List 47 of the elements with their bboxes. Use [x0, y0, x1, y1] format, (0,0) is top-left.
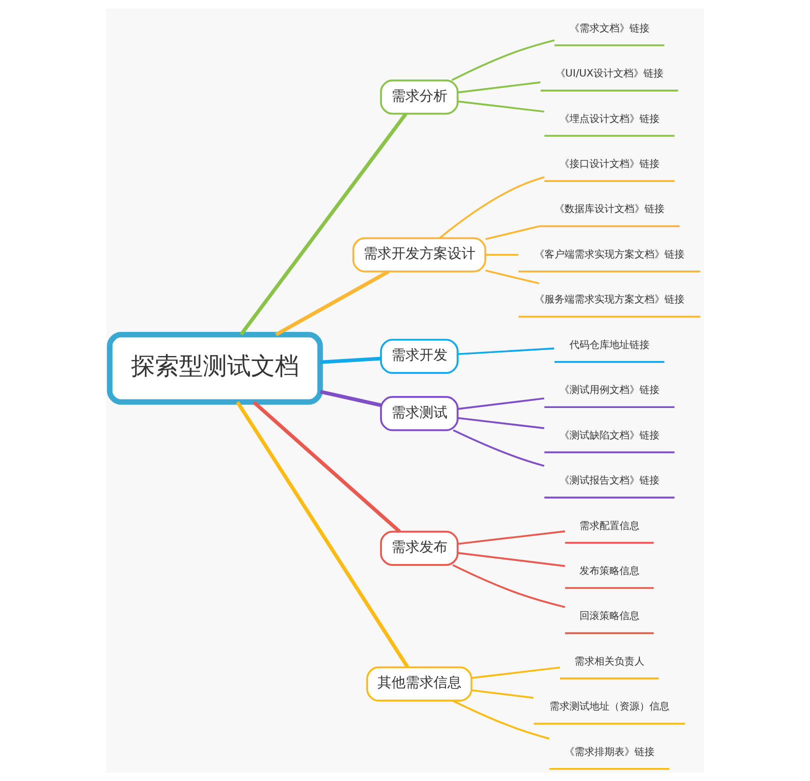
node-box: 其他需求信息	[366, 666, 472, 702]
node-text: 需求测试地址（资源）信息	[549, 702, 670, 713]
connector	[275, 270, 390, 336]
node-text: 《接口设计文档》链接	[559, 158, 660, 170]
connector	[451, 39, 555, 82]
connector	[458, 81, 541, 94]
node-box: 需求开发方案设计	[352, 237, 486, 272]
connector	[485, 270, 540, 284]
node-box: 需求开发	[380, 338, 459, 374]
connector	[458, 100, 544, 113]
connector	[486, 254, 518, 256]
node-text: 《客户端需求实现方案文档》链接	[534, 249, 684, 260]
connector	[472, 666, 560, 679]
node-text: 回滚策略信息	[579, 611, 640, 622]
node-text: 发布策略信息	[579, 566, 640, 577]
node-box: 需求发布	[380, 530, 459, 566]
node-text: 代码仓库地址链接	[569, 340, 650, 351]
node-box: 需求测试	[380, 396, 459, 432]
node-text: 《埋点设计文档》链接	[559, 114, 660, 125]
connector	[320, 390, 382, 407]
connector	[240, 112, 408, 336]
node-text: 《需求排期表》链接	[564, 746, 654, 758]
connector	[320, 356, 381, 364]
node-text: 《服务端需求实现方案文档》链接	[534, 294, 684, 306]
node-text: 《UI/UX设计文档》链接	[555, 68, 664, 80]
node-text: 《测试用例文档》链接	[559, 385, 660, 396]
connector	[452, 564, 566, 608]
connector	[458, 417, 544, 430]
connector	[485, 225, 540, 240]
node-text: 需求配置信息	[579, 520, 640, 532]
connector	[458, 552, 566, 567]
node-text: 《数据库设计文档》链接	[554, 204, 664, 216]
node-text: 《需求文档》链接	[569, 23, 650, 34]
connector	[458, 397, 544, 410]
connector	[458, 530, 566, 545]
node-text: 需求相关负责人	[574, 656, 644, 668]
node-text: 《测试缺陷文档》链接	[559, 430, 660, 442]
connector	[472, 689, 534, 699]
connector	[252, 400, 401, 534]
node-box: 需求分析	[380, 80, 459, 115]
connector	[439, 176, 545, 239]
connector	[236, 401, 410, 668]
connector	[452, 700, 550, 740]
node-text: 《测试报告文档》链接	[559, 476, 660, 487]
connector	[452, 429, 544, 467]
connector	[458, 348, 554, 356]
node-box: 探索型测试文档	[106, 332, 323, 405]
